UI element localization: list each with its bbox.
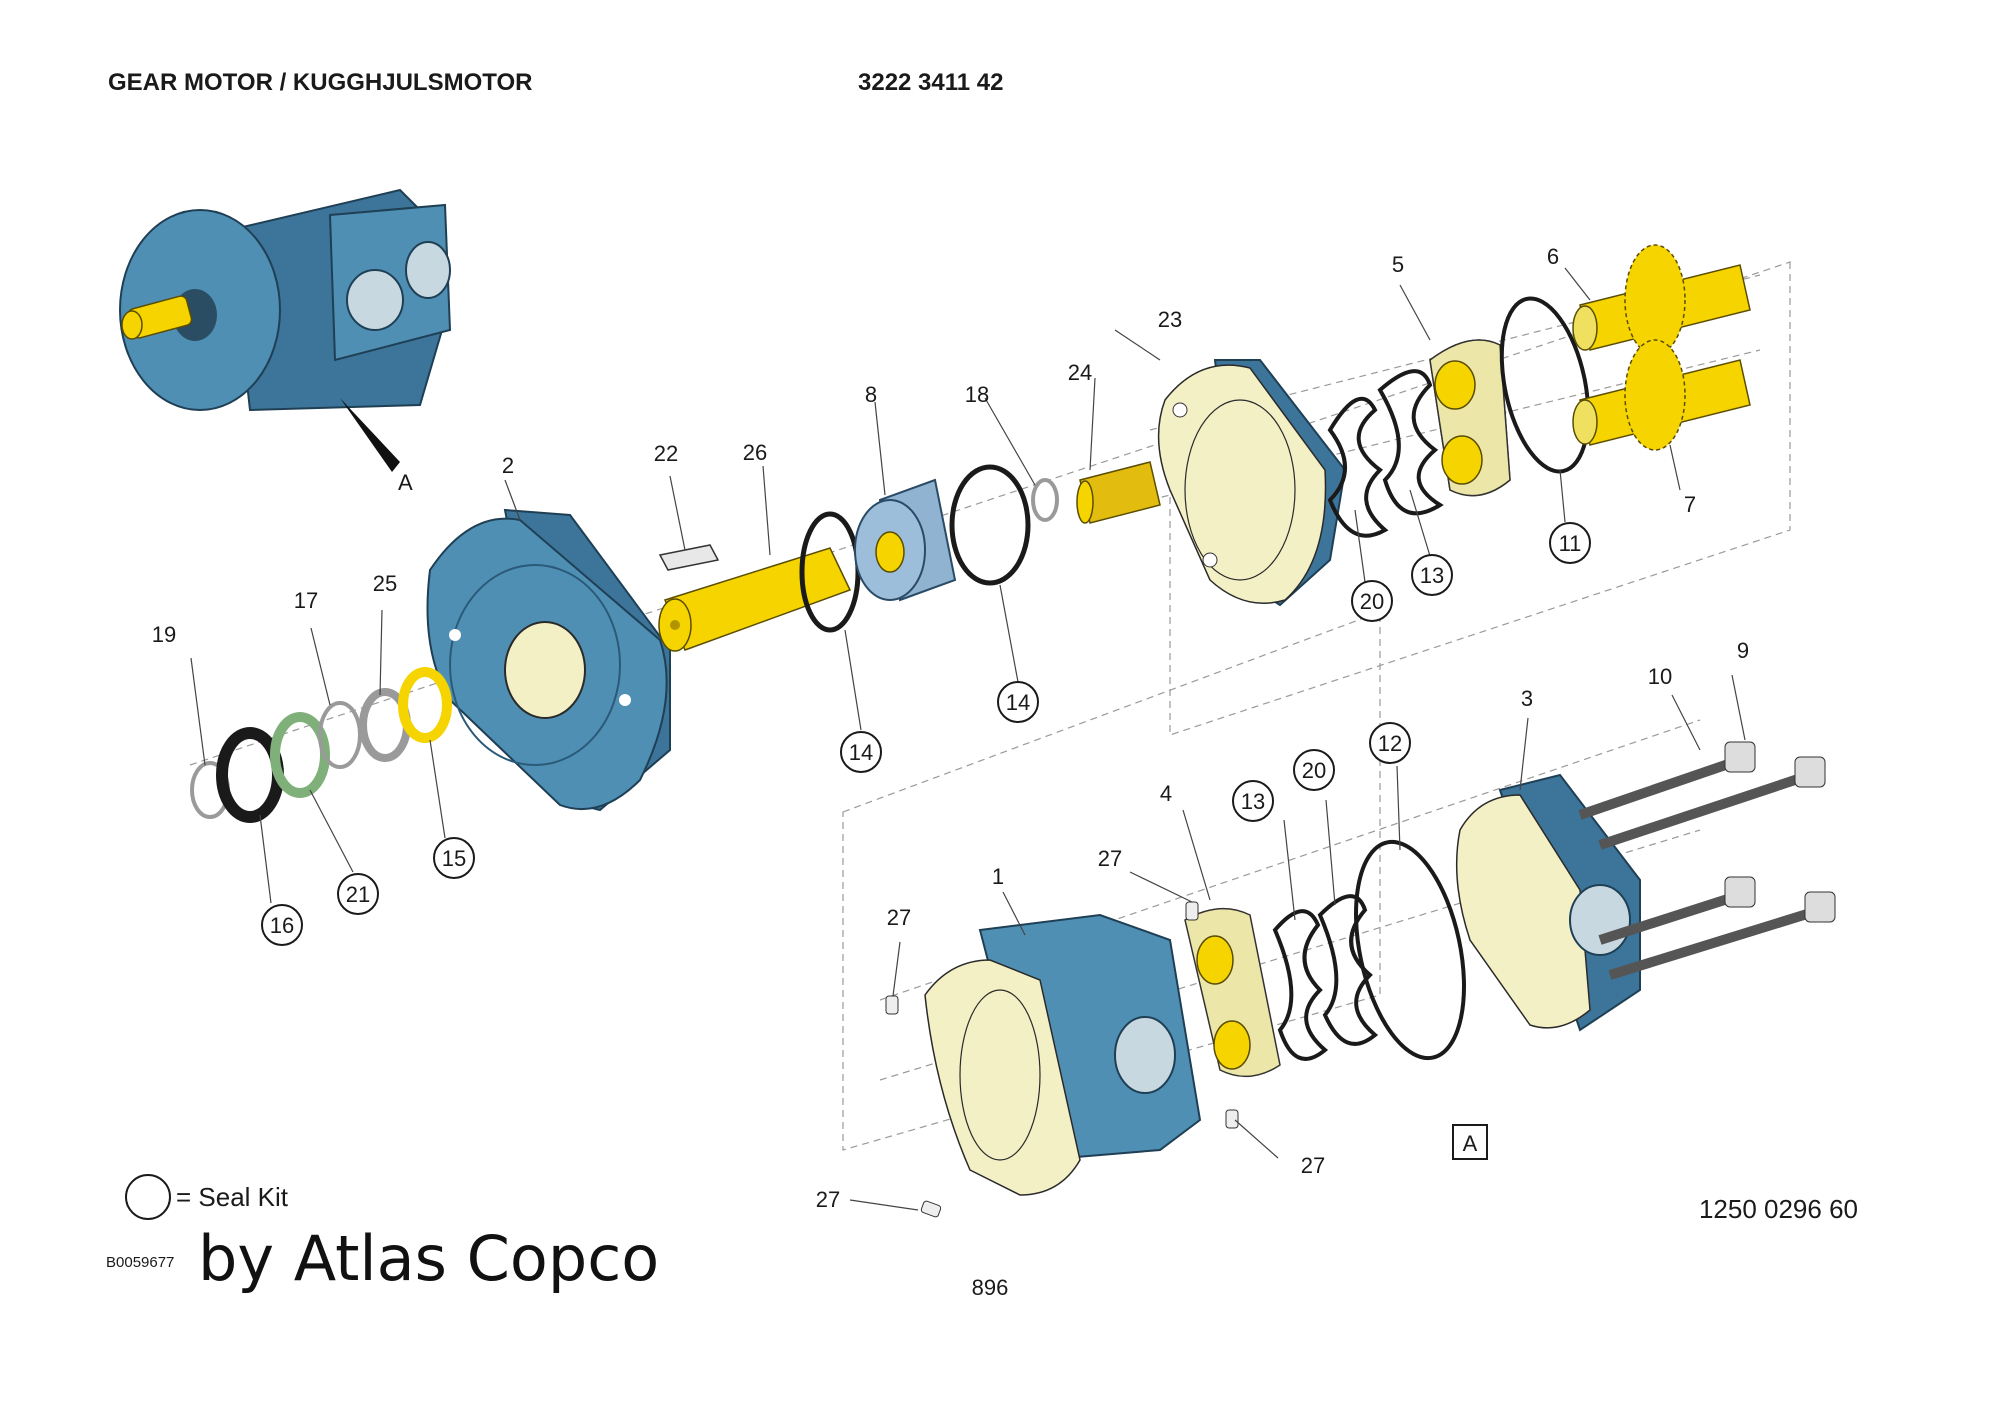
bearing-block-part-5 xyxy=(1429,339,1511,497)
circle-12 xyxy=(1369,722,1411,764)
callout-19: 19 xyxy=(152,622,176,647)
callout-1: 1 xyxy=(992,864,1004,889)
callout-20-lower: 20 xyxy=(1302,758,1326,783)
front-housing-part-2 xyxy=(426,508,671,812)
callout-14-a: 14 xyxy=(849,740,873,765)
callout-26: 26 xyxy=(743,440,767,465)
callout-18: 18 xyxy=(965,382,989,407)
drive-gear-part-6 xyxy=(1572,244,1751,356)
circle-13-upper xyxy=(1411,554,1453,596)
pin-part-27-b xyxy=(1185,901,1199,921)
leader-lines xyxy=(190,267,1746,1211)
callout-13-upper: 13 xyxy=(1420,563,1444,588)
bolts-part-9-10 xyxy=(1578,741,1836,980)
circle-20-upper xyxy=(1351,580,1393,622)
callout-10: 10 xyxy=(1648,664,1672,689)
circle-14-b xyxy=(997,681,1039,723)
brand-text: by Atlas Copco xyxy=(198,1222,659,1295)
detail-arrow xyxy=(340,398,400,472)
callout-20-upper: 20 xyxy=(1360,589,1384,614)
callout-14-b: 14 xyxy=(1006,690,1030,715)
gear-housing-part-1 xyxy=(924,913,1202,1196)
backup-ring-part-20-lower xyxy=(1317,894,1379,1046)
detail-a-label: A xyxy=(398,470,413,495)
callout-11: 11 xyxy=(1559,531,1582,556)
rear-cover-part-3 xyxy=(1455,773,1641,1032)
callout-17: 17 xyxy=(294,588,318,613)
circle-15 xyxy=(433,837,475,879)
reference-code: B0059677 xyxy=(106,1254,174,1271)
seal-part-13-upper xyxy=(1377,369,1444,516)
key-part-22 xyxy=(658,544,720,571)
o-ring-part-11 xyxy=(1499,296,1591,474)
callout-7: 7 xyxy=(1684,492,1696,517)
bearing-block-part-4 xyxy=(1184,907,1281,1078)
callout-4: 4 xyxy=(1160,781,1172,806)
bushing-part-15 xyxy=(398,667,452,743)
seal-kit-legend-symbol xyxy=(125,1174,171,1220)
callout-23: 23 xyxy=(1158,307,1182,332)
seal-ring-part-21 xyxy=(270,712,330,798)
callout-2: 2 xyxy=(502,453,514,478)
callout-27-c: 27 xyxy=(1301,1153,1325,1178)
circle-11 xyxy=(1549,522,1591,564)
callout-15: 15 xyxy=(442,846,466,871)
assembled-motor-view xyxy=(119,188,452,412)
callout-24: 24 xyxy=(1068,360,1092,385)
bearing-part-8 xyxy=(854,478,957,602)
callout-27-a: 27 xyxy=(1098,846,1122,871)
callout-21: 21 xyxy=(346,882,370,907)
o-ring-part-12 xyxy=(1354,839,1466,1061)
driven-gear-part-7 xyxy=(1572,339,1751,451)
callout-8: 8 xyxy=(865,382,877,407)
callout-16: 16 xyxy=(270,913,294,938)
callout-27-d: 27 xyxy=(816,1187,840,1212)
callout-9: 9 xyxy=(1737,638,1749,663)
circle-14-a xyxy=(840,731,882,773)
callout-22: 22 xyxy=(654,441,678,466)
pin-part-27-d xyxy=(920,1200,942,1218)
diagram-title: GEAR MOTOR / KUGGHJULSMOTOR xyxy=(108,69,532,96)
circle-16 xyxy=(261,904,303,946)
o-ring-part-14-b xyxy=(949,464,1031,586)
pin-part-27-a xyxy=(885,995,899,1015)
callout-12: 12 xyxy=(1378,731,1402,756)
snap-ring-part-18 xyxy=(1031,478,1059,522)
callout-27-b: 27 xyxy=(887,905,911,930)
detail-a-boxed-label: A xyxy=(1463,1131,1478,1156)
part-number: 3222 3411 42 xyxy=(858,69,1004,96)
page-number: 896 xyxy=(972,1275,1009,1300)
seal-part-13-lower xyxy=(1272,909,1329,1061)
callout-25: 25 xyxy=(373,571,397,596)
pin-part-27-c xyxy=(1225,1109,1239,1129)
callout-3: 3 xyxy=(1521,686,1533,711)
callout-5: 5 xyxy=(1392,252,1404,277)
seal-kit-legend-text: = Seal Kit xyxy=(176,1182,289,1212)
backup-ring-part-20-upper xyxy=(1327,396,1389,538)
circle-13-lower xyxy=(1232,780,1274,822)
cover-plate-part-23 xyxy=(1157,359,1347,607)
spline-sleeve-part-24 xyxy=(1076,461,1161,524)
circle-20-lower xyxy=(1293,749,1335,791)
seal-kit-number: 1250 0296 60 xyxy=(1699,1194,1858,1224)
detail-a-box xyxy=(1452,1124,1488,1160)
callout-6: 6 xyxy=(1547,244,1559,269)
callout-13-lower: 13 xyxy=(1241,789,1265,814)
circle-21 xyxy=(337,873,379,915)
